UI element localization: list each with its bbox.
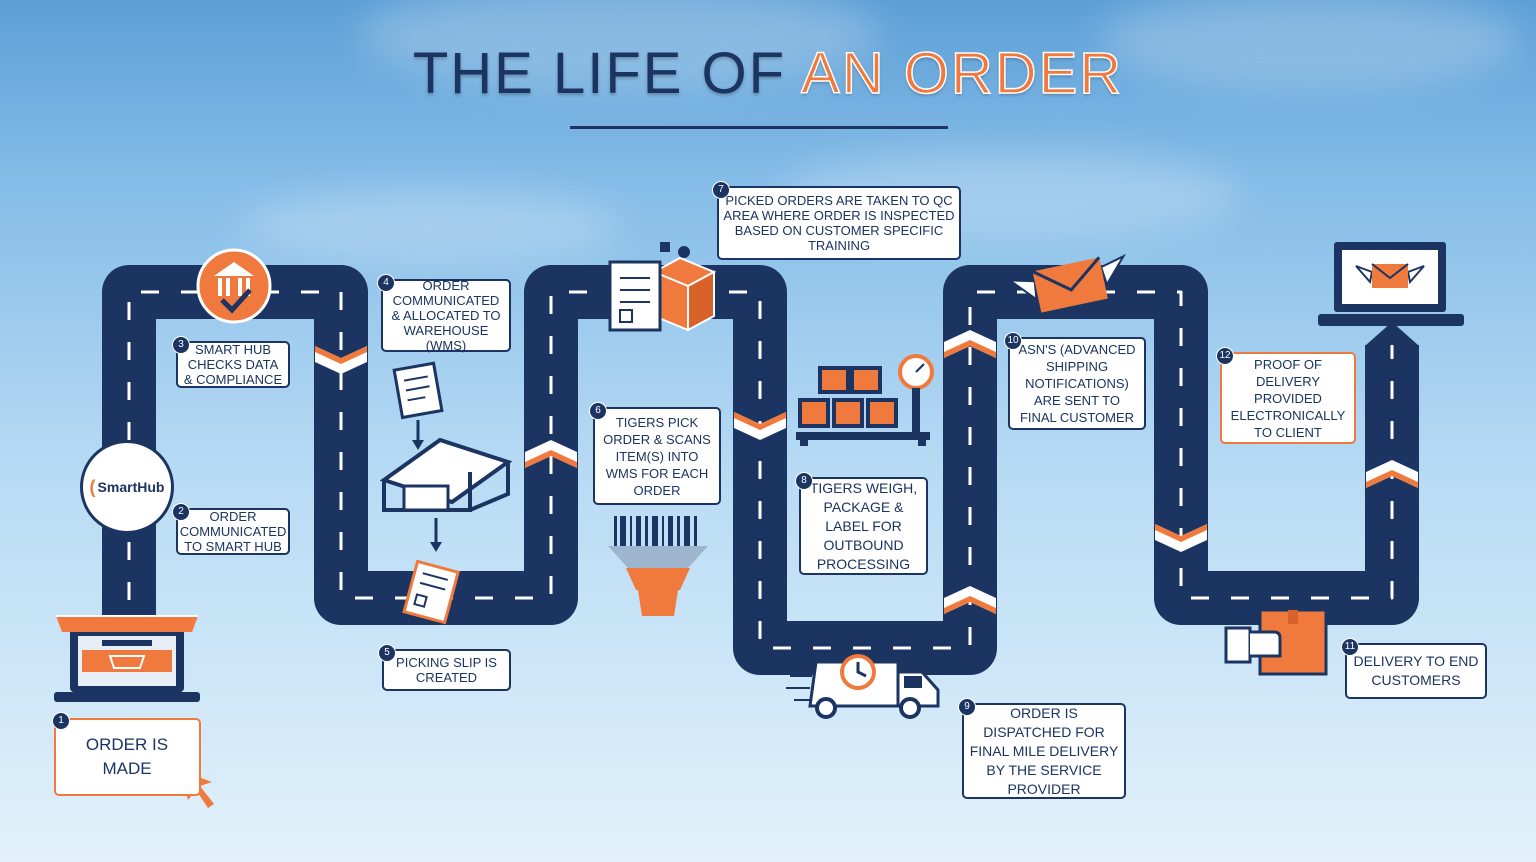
- barcode-scanner-icon: [608, 516, 708, 616]
- step-2-label: ORDER COMMUNICATED TO SMART HUB: [179, 509, 287, 554]
- step-9-box: ORDER IS DISPATCHED FOR FINAL MILE DELIV…: [962, 703, 1126, 799]
- step-7-label: PICKED ORDERS ARE TAKEN TO QC AREA WHERE…: [723, 193, 955, 253]
- step-3-label: SMART HUB CHECKS DATA & COMPLIANCE: [183, 342, 283, 387]
- road-arrow-end: [1366, 322, 1418, 345]
- step-8-number: 8: [795, 472, 813, 490]
- step-12-label: PROOF OF DELIVERY PROVIDED ELECTRONICALL…: [1230, 356, 1346, 440]
- step-12-box: PROOF OF DELIVERY PROVIDED ELECTRONICALL…: [1220, 352, 1356, 444]
- step-6-box: TIGERS PICK ORDER & SCANS ITEM(S) INTO W…: [593, 407, 721, 505]
- title-underline: [570, 126, 948, 129]
- step-10-box: ASN'S (ADVANCED SHIPPING NOTIFICATIONS) …: [1008, 337, 1146, 430]
- winged-envelope-icon: [1010, 253, 1126, 313]
- step-5-box: PICKING SLIP IS CREATED: [382, 649, 511, 691]
- step-4-number: 4: [377, 274, 395, 292]
- step-5-number: 5: [378, 644, 396, 662]
- step-6-number: 6: [589, 402, 607, 420]
- bank-check-icon: [196, 248, 272, 324]
- step-1-number: 1: [52, 712, 70, 730]
- smarthub-logo: ( SmartHub: [80, 440, 174, 534]
- title-part2: AN ORDER: [800, 40, 1124, 107]
- step-1-label: ORDER IS MADE: [85, 735, 169, 778]
- storefront-laptop-icon: [54, 615, 200, 702]
- step-6-label: TIGERS PICK ORDER & SCANS ITEM(S) INTO W…: [603, 414, 711, 498]
- scale-boxes-icon: [796, 354, 934, 446]
- step-11-number: 11: [1341, 638, 1359, 656]
- step-3-box: SMART HUB CHECKS DATA & COMPLIANCE: [176, 341, 290, 388]
- title-part1: THE LIFE OF: [412, 41, 787, 106]
- road-centerline: [127, 290, 1394, 650]
- step-3-number: 3: [172, 336, 190, 354]
- package-handover-icon: [1224, 608, 1328, 676]
- step-5-label: PICKING SLIP IS CREATED: [396, 655, 497, 685]
- step-9-number: 9: [958, 698, 976, 716]
- step-11-label: DELIVERY TO END CUSTOMERS: [1353, 653, 1479, 688]
- step-8-box: TIGERS WEIGH, PACKAGE & LABEL FOR OUTBOU…: [799, 477, 928, 575]
- cloud: [240, 190, 620, 260]
- step-11-box: DELIVERY TO END CUSTOMERS: [1345, 643, 1487, 699]
- step-12-number: 12: [1216, 347, 1234, 365]
- picking-slip-icon: [402, 559, 460, 625]
- step-4-label: ORDER COMMUNICATED & ALLOCATED TO WAREHO…: [391, 278, 501, 353]
- laptop-email-icon: [1318, 242, 1464, 326]
- step-8-label: TIGERS WEIGH, PACKAGE & LABEL FOR OUTBOU…: [809, 479, 918, 572]
- step-7-box: PICKED ORDERS ARE TAKEN TO QC AREA WHERE…: [717, 186, 961, 260]
- smarthub-logo-text: SmartHub: [97, 479, 165, 495]
- warehouse-icon: [380, 437, 513, 512]
- document-icon: [392, 361, 444, 420]
- step-7-number: 7: [712, 181, 730, 199]
- smarthub-swirl-icon: (: [89, 476, 96, 497]
- page-title: THE LIFE OF AN ORDER: [0, 40, 1536, 107]
- cloud: [360, 0, 880, 90]
- step-4-box: ORDER COMMUNICATED & ALLOCATED TO WAREHO…: [381, 278, 511, 353]
- step-9-label: ORDER IS DISPATCHED FOR FINAL MILE DELIV…: [969, 704, 1119, 797]
- warehouse-flow-icon: [380, 361, 513, 625]
- cloud: [1100, 0, 1520, 90]
- step-2-number: 2: [172, 503, 190, 521]
- step-10-number: 10: [1004, 332, 1022, 350]
- step-2-box: ORDER COMMUNICATED TO SMART HUB: [176, 508, 290, 555]
- qc-box-checklist-icon: [608, 242, 717, 332]
- step-10-label: ASN'S (ADVANCED SHIPPING NOTIFICATIONS) …: [1018, 342, 1136, 425]
- delivery-truck-clock-icon: [786, 654, 940, 719]
- step-1-box: ORDER IS MADE: [54, 718, 201, 796]
